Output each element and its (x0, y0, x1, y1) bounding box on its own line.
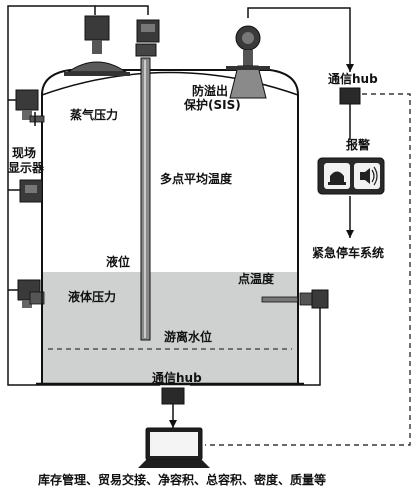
arrow-down-computer (169, 420, 177, 428)
arrow-down-estop (346, 230, 354, 238)
overflow-radar-gauge (226, 25, 270, 99)
tank (36, 60, 304, 386)
arrow-down-hub (346, 64, 354, 72)
hub-bottom-device (161, 387, 185, 405)
label-emergency-stop: 紧急停车系统 (312, 246, 385, 260)
label-multipoint-temp: 多点平均温度 (160, 172, 233, 186)
label-liquid-pressure: 液体压力 (68, 290, 117, 304)
computer-icon (138, 427, 210, 468)
point-temp-transmitter (261, 289, 329, 312)
label-steam-pressure: 蒸气压力 (70, 108, 119, 122)
steam-pressure-transmitter (15, 89, 45, 126)
alarm-light-icon (330, 171, 344, 182)
liquid-fill (43, 272, 297, 384)
label-hub-right: 通信hub (328, 72, 378, 86)
siren-icon (360, 168, 370, 184)
field-display (19, 179, 43, 203)
label-hub-bottom: 通信hub (152, 371, 202, 385)
label-functions: 库存管理、贸易交接、净容积、总容积、密度、质量等 (38, 473, 327, 487)
liquid-pressure-transmitter (17, 279, 45, 310)
label-point-temp: 点温度 (238, 272, 275, 286)
label-liquid-level: 液位 (106, 255, 131, 269)
alarm-panel (317, 157, 385, 195)
hub-right-device (339, 87, 361, 105)
label-overflow-2: 保护(SIS) (184, 98, 241, 112)
label-field-display-2: 显示器 (8, 161, 45, 175)
top-left-device (64, 15, 130, 76)
label-alarm: 报警 (346, 138, 371, 152)
label-overflow-1: 防溢出 (192, 84, 229, 98)
label-field-display-1: 现场 (12, 146, 37, 160)
label-free-water: 游离水位 (164, 330, 213, 344)
multipoint-temp-probe (135, 19, 160, 341)
